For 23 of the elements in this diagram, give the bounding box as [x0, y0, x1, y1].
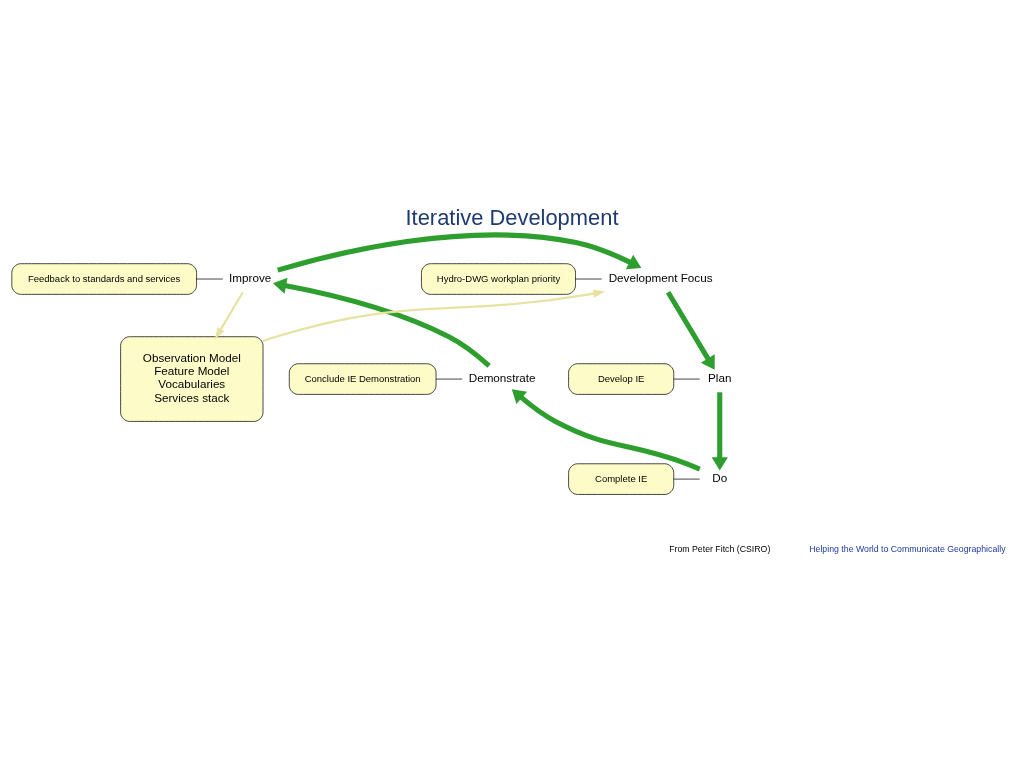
node-text: Improve: [229, 270, 272, 284]
arrow: [665, 290, 715, 370]
arrow: [262, 289, 605, 343]
diagram-title: Iterative Development: [405, 205, 619, 231]
arrow: [711, 392, 728, 471]
arrow: [272, 277, 491, 368]
node-text: Plan: [708, 370, 732, 384]
node-text: Development Focus: [608, 270, 713, 284]
arrow: [277, 232, 642, 273]
node-box: Conclude IE Demonstration: [288, 363, 437, 395]
node-box: Observation Model Feature Model Vocabularies Services stack: [120, 336, 264, 422]
label: From Peter Fitch (CSIRO): [669, 544, 771, 555]
label: Helping the World to Communicate Geographically: [809, 544, 1006, 555]
node-box: Develop IE: [568, 363, 675, 395]
node-box: Feedback to standards and services: [11, 263, 197, 295]
arrow: [511, 389, 701, 472]
node-text: Demonstrate: [468, 370, 536, 384]
node-text: Do: [712, 470, 728, 484]
node-box: Hydro-DWG workplan priority: [421, 263, 576, 295]
connector: [575, 278, 602, 280]
arrow: [214, 291, 244, 340]
node-box: Complete IE: [568, 463, 675, 495]
connector: [196, 278, 224, 280]
